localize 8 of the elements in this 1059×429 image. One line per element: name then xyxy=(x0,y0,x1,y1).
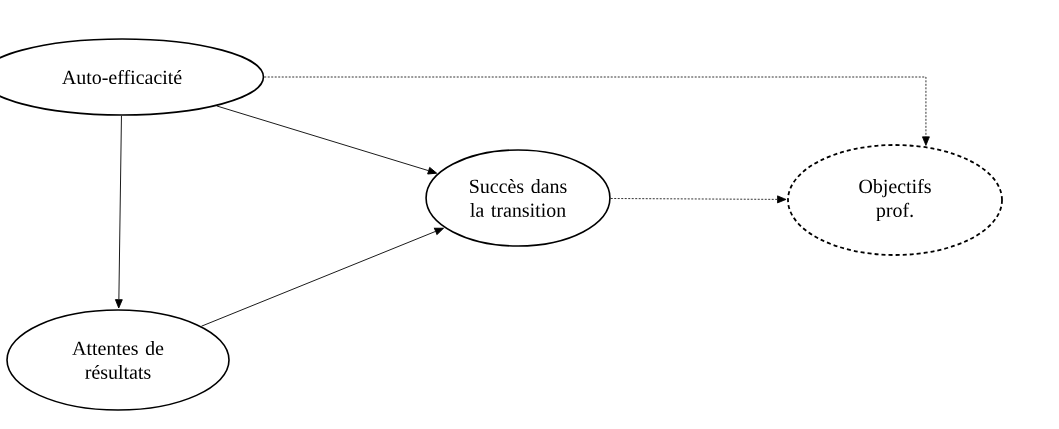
arrow xyxy=(216,105,438,175)
ellipse-node: Succès dans la transition xyxy=(425,149,611,247)
dashed-arrow xyxy=(263,76,930,146)
ellipse-node: Attentes de résultats xyxy=(6,309,230,411)
dashed-arrow xyxy=(610,195,787,204)
arrow xyxy=(201,227,444,327)
dashed-ellipse-node: Objectifs prof. xyxy=(787,144,1003,256)
arrow xyxy=(114,115,123,309)
